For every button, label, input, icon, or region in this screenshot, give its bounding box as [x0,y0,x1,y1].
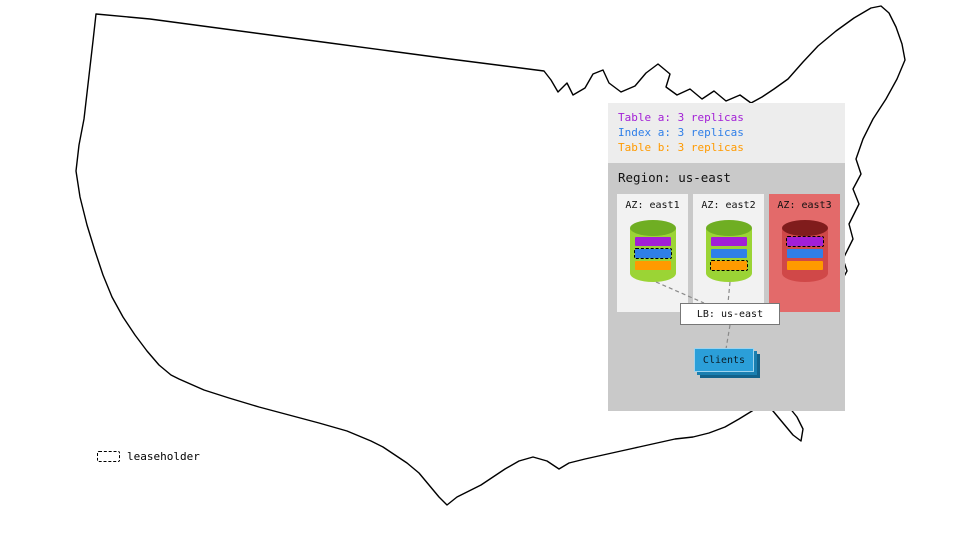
database-cylinder [781,220,828,282]
replica-bars [709,237,748,273]
cylinder-top [705,220,752,236]
legend-index-a: Index a: 3 replicas [618,126,744,139]
load-balancer-box: LB: us-east [680,303,780,325]
cylinder-top [781,220,828,236]
clients-label: Clients [702,354,746,366]
replica-bar-table_a [634,237,671,246]
database-cylinder [705,220,752,282]
replica-bars [633,237,672,273]
database-cylinder [629,220,676,282]
az-east2: AZ: east2 [693,194,764,312]
leaseholder-legend: leaseholder [97,450,200,463]
replica-bar-table_b [709,260,748,271]
replica-bars [785,236,824,273]
replica-bar-index_a [710,249,747,258]
replica-bar-table_a [785,236,824,247]
az-east1: AZ: east1 [617,194,688,312]
az-east2-label: AZ: east2 [701,200,756,211]
region-panel: Region: us-east AZ: east1 AZ: east2 AZ: … [608,163,845,411]
legend-table-b: Table b: 3 replicas [618,141,744,154]
leaseholder-dashed-icon [97,451,120,462]
replica-bar-table_b [786,261,823,270]
replica-bar-table_b [634,261,671,270]
region-title: Region: us-east [618,170,731,185]
cylinder-top [629,220,676,236]
load-balancer-label: LB: us-east [696,308,764,320]
az-east3-label: AZ: east3 [777,200,832,211]
replica-bar-index_a [633,248,672,259]
replica-legend-panel: Table a: 3 replicas Index a: 3 replicas … [608,103,845,163]
az-east1-label: AZ: east1 [625,200,680,211]
legend-table-a: Table a: 3 replicas [618,111,744,124]
leaseholder-legend-label: leaseholder [127,450,200,463]
az-east3: AZ: east3 [769,194,840,312]
replica-bar-table_a [710,237,747,246]
clients-box: Clients [694,348,754,372]
connector-lb-clients [725,324,731,350]
replica-bar-index_a [786,249,823,258]
